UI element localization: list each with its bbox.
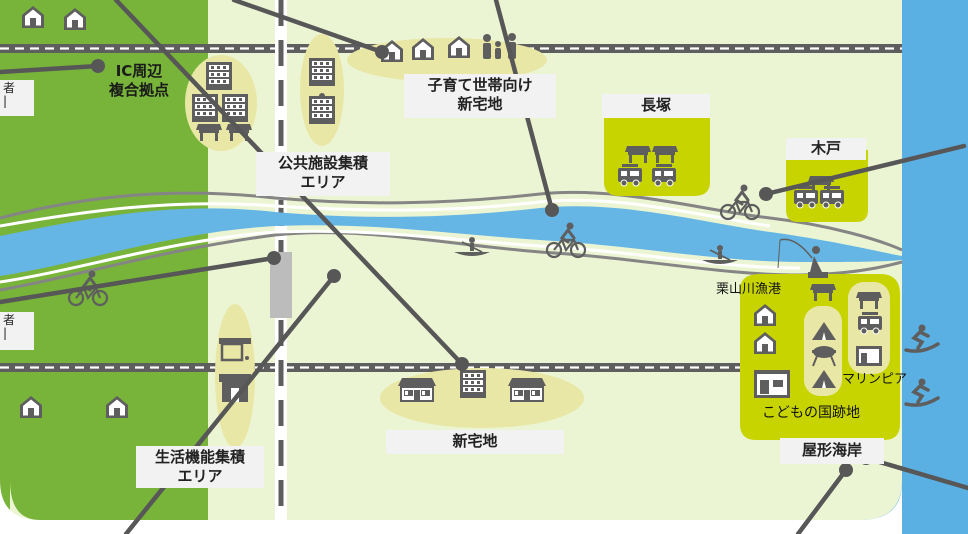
left-cut-top-line1: 者	[3, 81, 16, 95]
left-cut-label-bottom: 者 |	[0, 312, 34, 350]
family-area-line2: 新宅地	[457, 94, 503, 113]
building-icon	[460, 370, 486, 398]
kodomo-park-label: こどもの国跡地	[762, 405, 860, 421]
yakata-beach-label: 屋形海岸	[780, 438, 884, 464]
living-area-line2: エリア	[177, 466, 223, 485]
ic-area-line2: 複合拠点	[108, 80, 169, 99]
bbq-icon	[812, 346, 836, 367]
tent-icon	[812, 322, 836, 340]
left-cut-label-top: 者 |	[0, 80, 34, 116]
public-area-label: 公共施設集積 エリア	[256, 152, 390, 196]
kuriyamagawa-port-label: 栗山川漁港	[716, 282, 782, 297]
shop-icon	[856, 346, 882, 366]
marine-pier-label: マリンピア	[842, 372, 908, 387]
building-icon	[206, 62, 232, 90]
family-area-line1: 子育て世帯向け	[427, 76, 533, 94]
building-icon	[309, 96, 335, 124]
living-area-label: 生活機能集積 エリア	[136, 446, 264, 488]
left-cut-bottom-line1: 者	[3, 313, 16, 327]
nagatsuka-label: 長塚	[602, 94, 710, 118]
public-area-line2: エリア	[300, 172, 346, 191]
shop-icon	[754, 370, 790, 398]
house-icon	[398, 378, 436, 402]
left-cut-top-line2: |	[3, 94, 8, 109]
house-icon	[508, 378, 546, 402]
living-area-line1: 生活機能集積	[154, 448, 245, 466]
ic-area-label: IC周辺 複合拠点	[98, 62, 180, 108]
building-icon	[192, 94, 218, 122]
ic-area-line1: IC周辺	[115, 62, 163, 80]
river	[0, 206, 902, 276]
left-cut-bottom-line2: |	[3, 326, 8, 341]
public-area-line1: 公共施設集積	[277, 154, 368, 172]
tent-icon	[812, 370, 836, 388]
fishing-icon	[777, 238, 828, 278]
shop-icon	[219, 338, 251, 402]
kido-label: 木戸	[786, 138, 866, 160]
new-residential-label: 新宅地	[386, 430, 564, 454]
building-icon	[309, 58, 335, 86]
family-area-label: 子育て世帯向け 新宅地	[404, 74, 556, 118]
sea	[902, 0, 968, 534]
